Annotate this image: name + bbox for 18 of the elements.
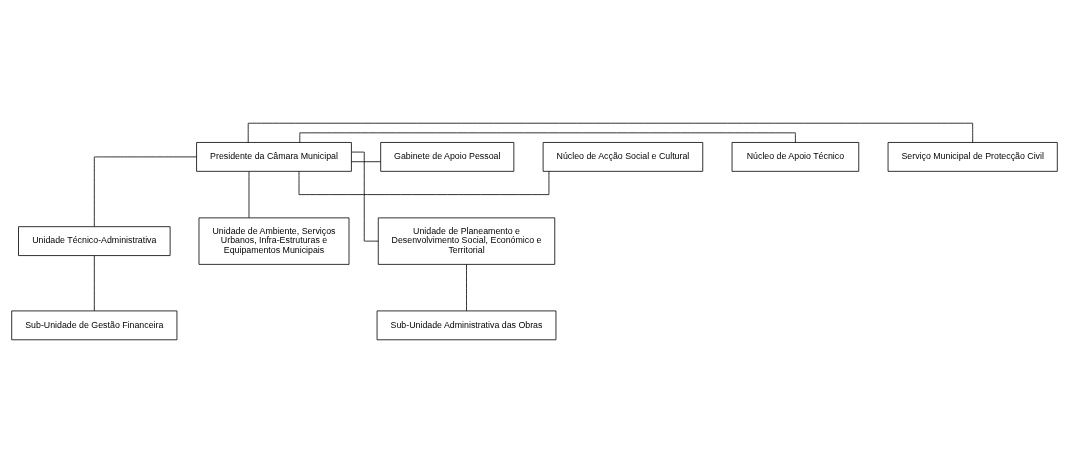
connector [298,170,550,195]
node-box: Presidente da Câmara Municipal [196,141,352,172]
node-box: Núcleo de Acção Social e Cultural [542,141,704,172]
node-box: Unidade de Planeamento e Desenvolvimento Social, Económico e Territorial [377,216,556,265]
node-box: Sub-Unidade Administrativa das Obras [376,310,557,340]
connector [247,122,974,143]
node-box: Sub-Unidade de Gestão Financeira [11,310,178,340]
node-box: Núcleo de Apoio Técnico [731,141,860,172]
connector [466,263,467,311]
connector [299,131,796,143]
connector [93,254,95,311]
connector [248,170,250,218]
node-box: Unidade de Ambiente, Serviços Urbanos, Infra-Estruturas e Equipamentos Municipais [198,216,350,265]
connector [93,156,197,227]
node-box: Gabinete de Apoio Pessoal [380,141,515,172]
node-box: Serviço Municipal de Protecção Civil [887,141,1058,172]
node-box: Unidade Técnico-Administrativa [18,225,171,256]
connector [351,160,382,162]
